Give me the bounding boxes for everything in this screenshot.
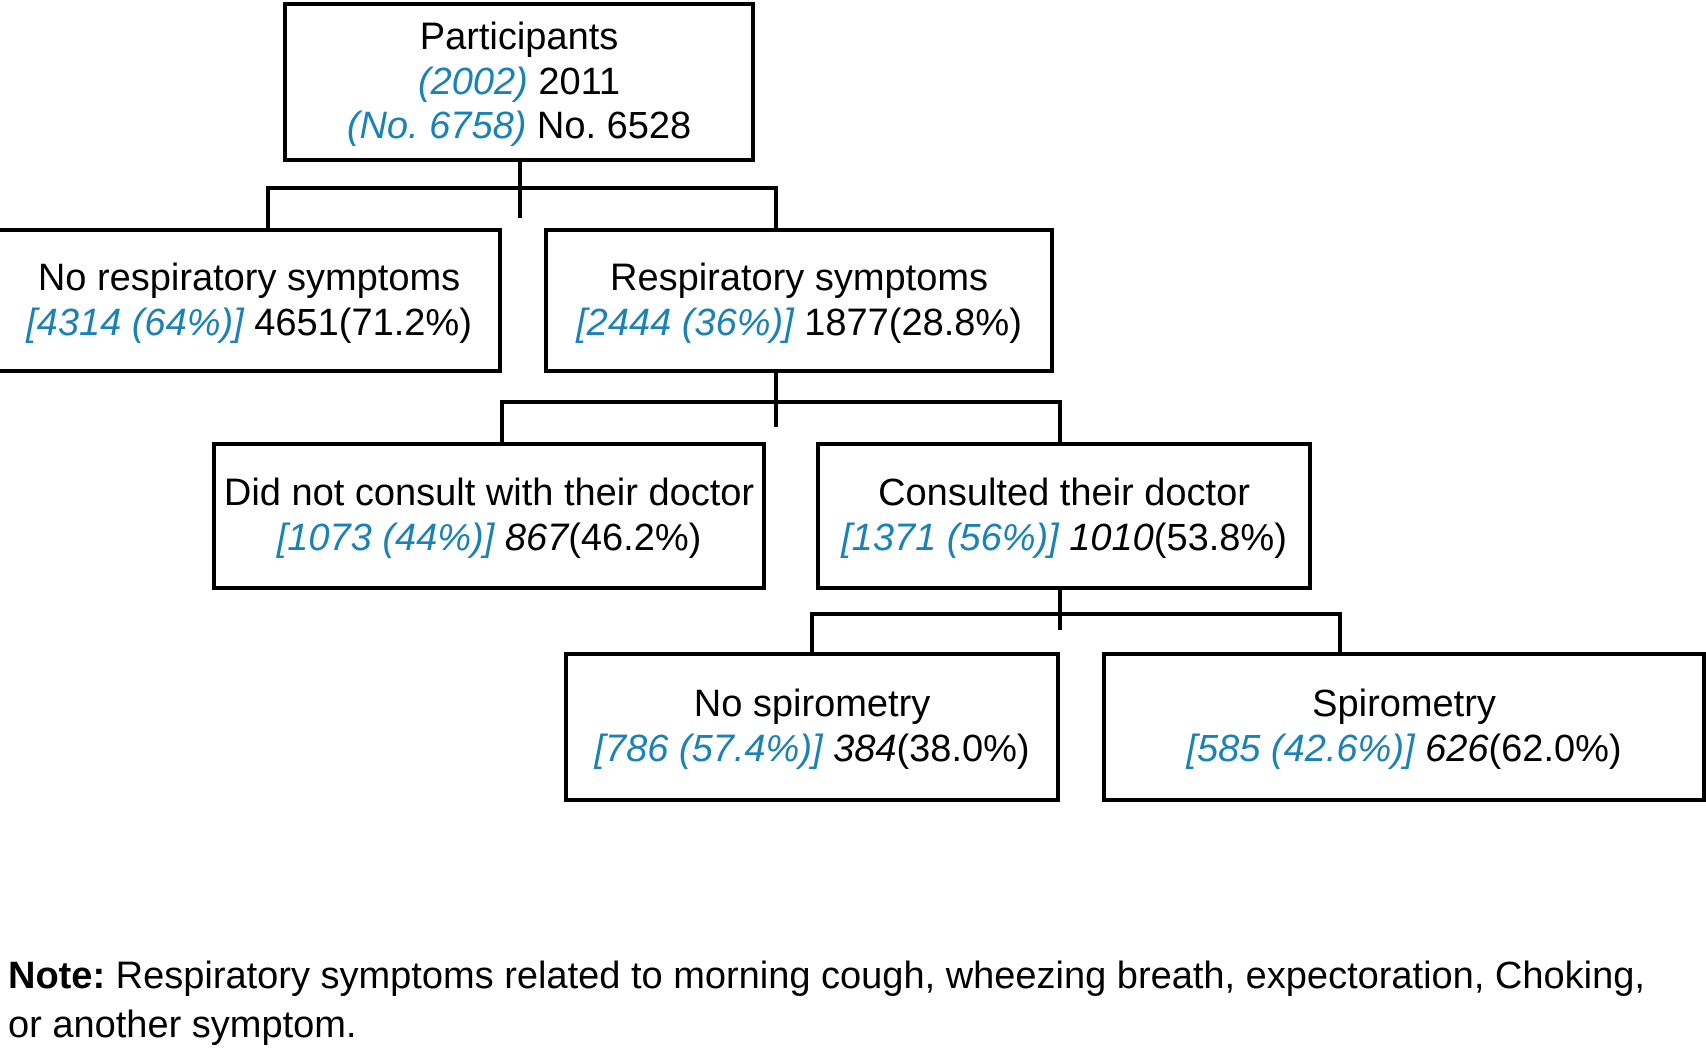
connector-to-did-not-consult [500, 400, 504, 444]
node-participants-count-line: (No. 6758) No. 6528 [347, 104, 691, 149]
node-no-respiratory-symptoms-stats: [4314 (64%)] 4651(71.2%) [26, 301, 472, 346]
node-no-spirometry-cur-pct: (38.0%) [896, 728, 1030, 770]
node-no-respiratory-symptoms-cur: 4651(71.2%) [243, 301, 472, 344]
node-did-not-consult-title: Did not consult with their doctor [223, 472, 755, 515]
node-did-not-consult-cur-pct: (46.2%) [568, 517, 702, 559]
node-consulted-prev: [1371 (56%)] [841, 517, 1059, 559]
node-consulted-cur-count: 1010 [1058, 517, 1154, 559]
node-no-spirometry-cur-count: 384 [822, 728, 897, 770]
connector-to-no-spirometry [810, 612, 814, 654]
node-respiratory-symptoms-prev: [2444 (36%)] [576, 301, 794, 344]
node-consulted-title: Consulted their doctor [878, 472, 1250, 515]
connector-row4-bar [810, 612, 1342, 616]
node-no-respiratory-symptoms-prev: [4314 (64%)] [26, 301, 244, 344]
node-spirometry-prev: [585 (42.6%)] [1186, 728, 1415, 770]
node-participants-title: Participants [419, 15, 619, 58]
node-respiratory-symptoms-cur: 1877(28.8%) [793, 301, 1022, 344]
connector-row3-bar [500, 400, 1062, 404]
connector-to-symptoms [774, 186, 778, 230]
node-spirometry[interactable]: Spirometry [585 (42.6%)] 626(62.0%) [1102, 652, 1706, 802]
node-did-not-consult[interactable]: Did not consult with their doctor [1073 … [212, 442, 766, 590]
node-participants-prev-year: (2002) [417, 60, 528, 103]
node-no-respiratory-symptoms-title: No respiratory symptoms [37, 256, 461, 299]
node-did-not-consult-prev: [1073 (44%)] [276, 517, 495, 559]
node-did-not-consult-stats: [1073 (44%)] 867(46.2%) [277, 516, 702, 561]
connector-to-consulted [1058, 400, 1062, 444]
node-participants[interactable]: Participants (2002) 2011 (No. 6758) No. … [283, 2, 755, 162]
node-did-not-consult-cur-count: 867 [494, 517, 569, 559]
node-spirometry-cur-pct: (62.0%) [1488, 728, 1622, 770]
node-respiratory-symptoms[interactable]: Respiratory symptoms [2444 (36%)] 1877(2… [544, 228, 1054, 373]
node-no-spirometry-title: No spirometry [693, 683, 931, 726]
connector-to-no-symptoms [266, 186, 270, 230]
node-spirometry-stats: [585 (42.6%)] 626(62.0%) [1186, 727, 1621, 772]
node-consulted-stats: [1371 (56%)] 1010(53.8%) [841, 516, 1287, 561]
node-respiratory-symptoms-title: Respiratory symptoms [610, 256, 988, 299]
connector-symptoms-stem [774, 369, 778, 427]
node-no-spirometry-prev: [786 (57.4%)] [594, 728, 823, 770]
node-no-spirometry[interactable]: No spirometry [786 (57.4%)] 384(38.0%) [564, 652, 1060, 802]
node-consulted-cur-pct: (53.8%) [1153, 517, 1287, 559]
note: Note: Respiratory symptoms related to mo… [8, 952, 1668, 1049]
node-participants-prev-count: (No. 6758) [346, 105, 527, 148]
node-participants-cur-year: 2011 [527, 60, 621, 103]
node-spirometry-cur-count: 626 [1414, 728, 1489, 770]
note-text: Respiratory symptoms related to morning … [8, 955, 1645, 1046]
node-spirometry-title: Spirometry [1312, 683, 1496, 726]
node-no-respiratory-symptoms[interactable]: No respiratory symptoms [4314 (64%)] 465… [0, 228, 502, 373]
node-no-spirometry-stats: [786 (57.4%)] 384(38.0%) [594, 727, 1029, 772]
connector-row2-bar [266, 186, 778, 190]
connector-consulted-stem [1058, 586, 1062, 630]
node-participants-year-line: (2002) 2011 [418, 60, 620, 105]
connector-to-spirometry [1338, 612, 1342, 654]
node-respiratory-symptoms-stats: [2444 (36%)] 1877(28.8%) [576, 301, 1022, 346]
node-consulted[interactable]: Consulted their doctor [1371 (56%)] 1010… [816, 442, 1312, 590]
node-participants-cur-count: No. 6528 [526, 105, 692, 148]
note-label: Note: [8, 955, 106, 997]
